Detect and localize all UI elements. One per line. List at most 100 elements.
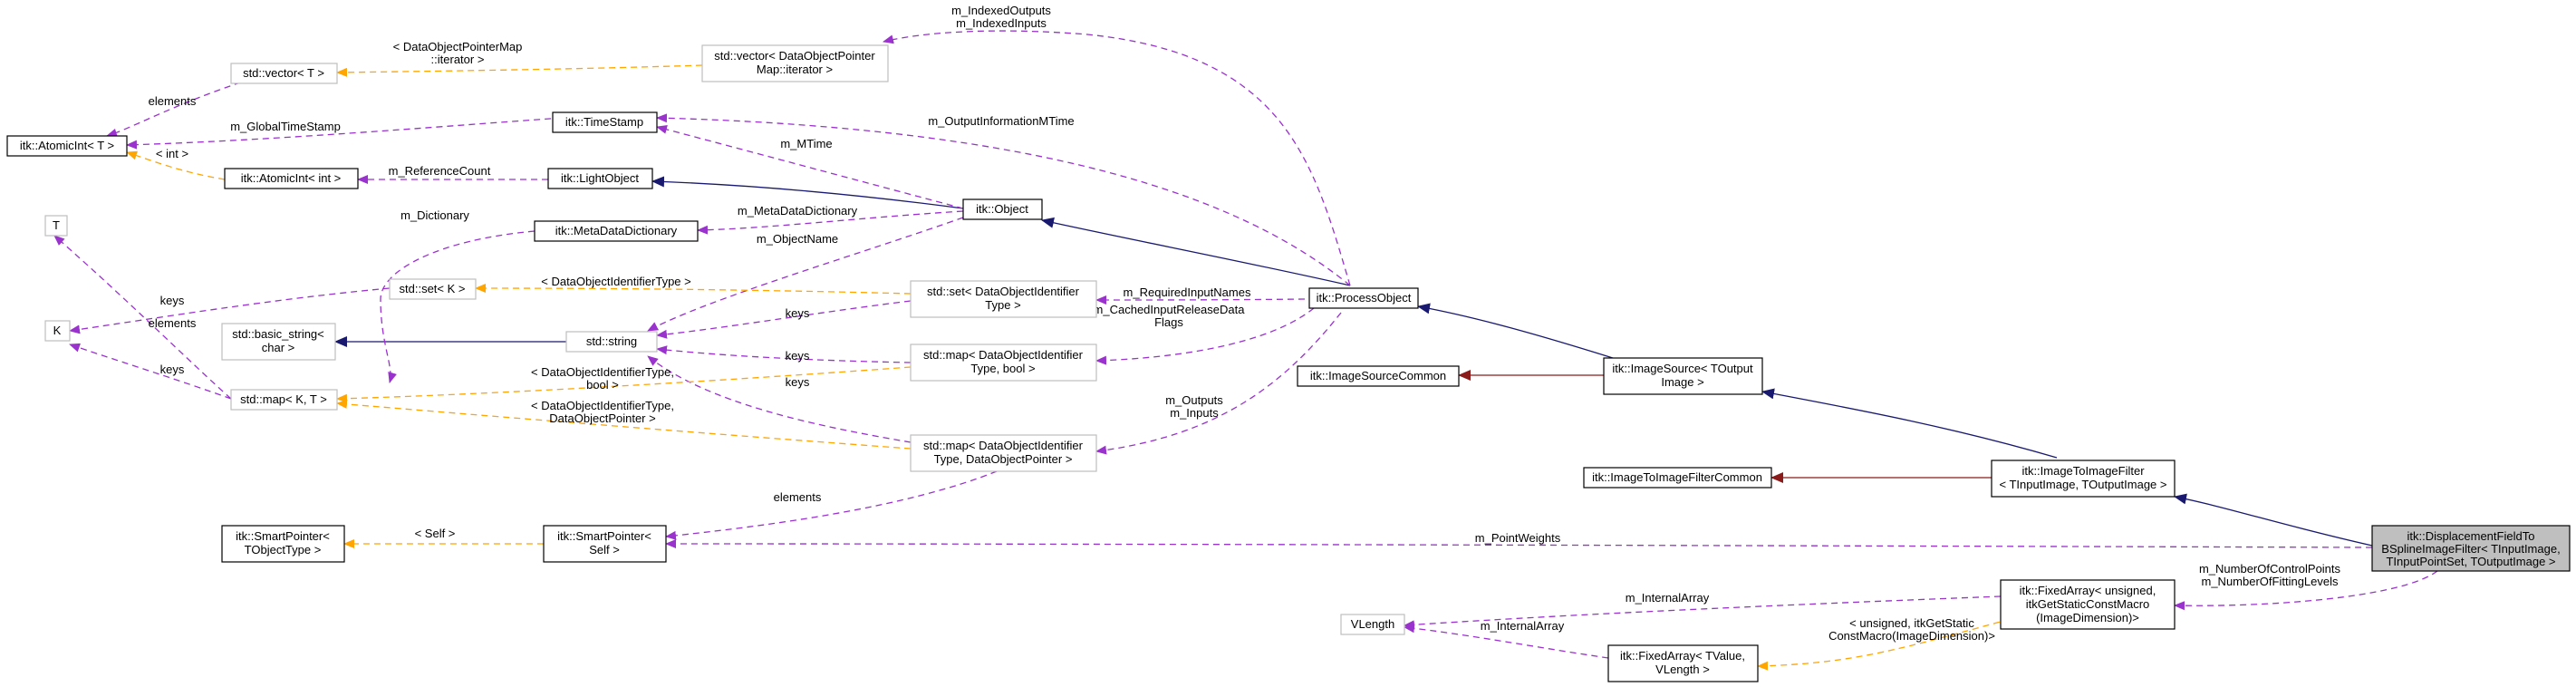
svg-text:itk::ImageToImageFilter< TInpu: itk::ImageToImageFilter< TInputImage, TO… [1999,464,2166,491]
svg-text:std::map< DataObjectIdentifier: std::map< DataObjectIdentifierType, Data… [923,439,1084,466]
svg-text:std::map< K, T >: std::map< K, T > [240,392,327,406]
edge-pointweights [665,539,2373,549]
edge-label-elements1: elements [149,94,197,108]
svg-text:itk::ImageSourceCommon: itk::ImageSourceCommon [1310,369,1446,382]
node-fixed-array-tvalue[interactable]: itk::FixedArray< TValue,VLength > [1607,644,1759,682]
svg-text:std::string: std::string [586,334,637,348]
edge-label-required: m_RequiredInputNames [1124,285,1251,299]
edge-internal1 [1404,595,2002,630]
edge-map-ptr [336,399,912,450]
node-vlength[interactable]: VLength [1340,614,1405,635]
edge-vector-iterator [336,64,703,77]
node-vector-t[interactable]: std::vector< T > [230,63,338,84]
svg-text:std::vector< T >: std::vector< T > [243,66,324,80]
node-process-object[interactable]: itk::ProcessObject [1308,287,1419,309]
edge-label-self: < Self > [415,527,456,540]
edge-label-keys-k2: keys [160,363,185,376]
edge-label-refcount: m_ReferenceCount [389,164,491,178]
edge-label-elements-t: elements [149,316,197,330]
svg-text:itk::TimeStamp: itk::TimeStamp [565,115,643,129]
node-k[interactable]: K [44,320,71,342]
edge-keys-set [69,287,391,334]
edge-label-metadatadict: m_MetaDataDictionary [738,204,858,218]
edge-label-map-ptr: < DataObjectIdentifierType,DataObjectPoi… [531,399,674,425]
node-smart-pointer-self[interactable]: itk::SmartPointer<Self > [543,525,667,563]
edge-label-vector-iterator: < DataObjectPointerMap::iterator > [393,40,523,66]
edge-label-int: < int > [156,147,188,160]
svg-text:itk::FixedArray< unsigned,itkG: itk::FixedArray< unsigned,itkGetStaticCo… [2020,584,2156,624]
edge-label-keys-set: keys [160,294,185,307]
node-map-k-t[interactable]: std::map< K, T > [230,389,338,411]
node-image-to-image-filter-common[interactable]: itk::ImageToImageFilterCommon [1583,467,1772,489]
edge-keys-string [656,300,912,339]
svg-text:std::vector< DataObjectPointer: std::vector< DataObjectPointerMap::itera… [714,49,875,76]
node-string[interactable]: std::string [565,331,658,353]
svg-text:itk::ImageSource< TOutputImage: itk::ImageSource< TOutputImage > [1612,362,1753,389]
edge-label-output-info-mtime: m_OutputInformationMTime [928,114,1074,128]
svg-text:itk::SmartPointer<TObjectType: itk::SmartPointer<TObjectType > [236,529,330,556]
svg-text:itk::SmartPointer<Self >: itk::SmartPointer<Self > [557,529,651,556]
edge-keys-k2 [69,343,232,400]
node-atomic-int-t[interactable]: itk::AtomicInt< T > [6,135,128,157]
edge-inherit-displacement-imagetoimagefilter [2174,493,2373,547]
svg-text:itk::AtomicInt< int >: itk::AtomicInt< int > [241,171,342,185]
edge-label-keys-string3: keys [786,375,810,389]
svg-text:K: K [53,324,62,337]
edge-objectname [647,217,964,332]
edge-keys-string2 [656,345,912,363]
edge-numctrl [2174,570,2438,611]
node-object[interactable]: itk::Object [962,198,1043,220]
edge-mtime [656,124,964,209]
node-t[interactable]: T [44,215,68,237]
node-fixed-array-unsigned[interactable]: itk::FixedArray< unsigned,itkGetStaticCo… [2000,579,2176,630]
edge-required [1095,295,1306,305]
node-image-source-common[interactable]: itk::ImageSourceCommon [1297,365,1460,387]
edge-label-keys-k1: keys [786,306,810,320]
edge-label-internal1: m_InternalArray [1626,591,1710,605]
edge-inherit-imagesource-processobject [1417,303,1614,359]
edge-inherit-imagetoimagefilter-imagesource [1761,388,2058,459]
node-image-to-image-filter[interactable]: itk::ImageToImageFilter< TInputImage, TO… [1991,460,2176,498]
node-light-object[interactable]: itk::LightObject [547,168,653,189]
edge-label-pointweights: m_PointWeights [1475,531,1561,545]
edge-output-info-mtime [656,113,1351,286]
edge-internal2 [1404,624,1609,659]
edge-unsigned [1757,615,2021,671]
edge-label-elements3: elements [774,490,822,504]
node-meta-data-dictionary[interactable]: itk::MetaDataDictionary [534,220,699,242]
svg-text:itk::MetaDataDictionary: itk::MetaDataDictionary [555,224,678,237]
node-time-stamp[interactable]: itk::TimeStamp [552,111,658,133]
svg-text:itk::FixedArray< TValue,VLengt: itk::FixedArray< TValue,VLength > [1620,649,1745,676]
edge-cached [1095,307,1315,365]
svg-text:std::map< DataObjectIdentifier: std::map< DataObjectIdentifierType, bool… [923,348,1084,375]
svg-text:std::set< DataObjectIdentifier: std::set< DataObjectIdentifierType > [927,285,1080,312]
edge-map-bool [336,366,912,403]
edge-inherit-processobject-object [1041,217,1351,286]
svg-text:itk::ProcessObject: itk::ProcessObject [1317,291,1412,305]
svg-text:itk::Object: itk::Object [976,202,1028,216]
edge-elements3 [665,470,998,540]
edge-keys-string3 [647,355,912,443]
node-smart-pointer-tobjecttype[interactable]: itk::SmartPointer<TObjectType > [221,525,345,563]
svg-text:T: T [53,218,60,232]
edge-label-dictionary: m_Dictionary [400,208,469,222]
edge-global-timestamp [126,117,563,150]
svg-text:std::basic_string<char >: std::basic_string<char > [232,327,324,354]
node-basic-string[interactable]: std::basic_string<char > [221,323,336,361]
svg-text:itk::AtomicInt< T >: itk::AtomicInt< T > [20,139,114,152]
node-set-k[interactable]: std::set< K > [389,278,477,300]
node-atomic-int-int[interactable]: itk::AtomicInt< int > [224,168,359,189]
edge-label-map-bool: < DataObjectIdentifierType,bool > [531,365,674,392]
edge-label-internal2: m_InternalArray [1481,619,1565,633]
